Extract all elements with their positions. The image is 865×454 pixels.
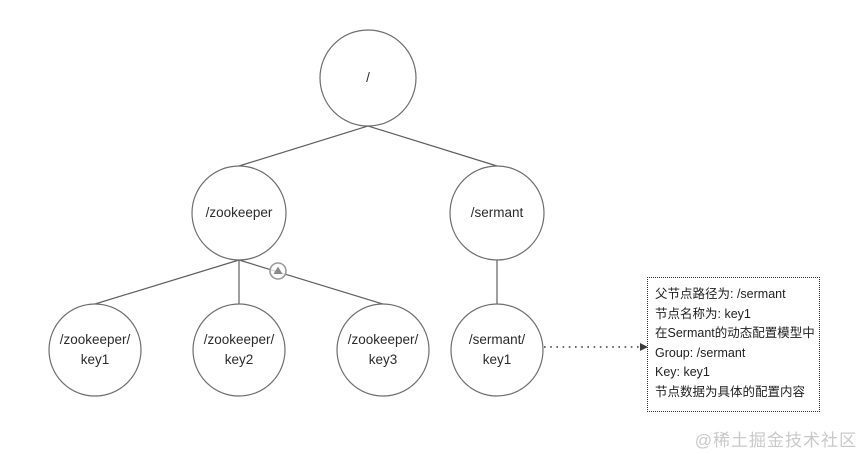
annotation-line-key: Key: key1 [655, 365, 710, 379]
annotation-line-node-name: 节点名称为: key1 [655, 306, 751, 321]
node-circle-zookeeper-key3 [336, 303, 430, 397]
node-circle-zookeeper-key1 [48, 303, 142, 397]
tree-edge [94, 259, 240, 305]
annotation-line-node-data: 节点数据为具体的配置内容 [655, 384, 806, 399]
triangle-up-icon [273, 266, 283, 274]
node-circle-root [319, 29, 417, 127]
node-circle-zookeeper-key2 [192, 303, 286, 397]
node-circle-zookeeper [191, 165, 287, 261]
annotation-box: 父节点路径为: /sermant 节点名称为: key1 在Sermant的动态… [647, 277, 820, 412]
tree-edge [238, 125, 369, 167]
annotation-line-model-intro: 在Sermant的动态配置模型中 [655, 326, 815, 340]
tree-edge [238, 259, 384, 305]
watermark: @稀土掘金技术社区 [694, 431, 857, 450]
node-circle-sermant-key1 [450, 303, 544, 397]
annotation-line-parent-path: 父节点路径为: /sermant [655, 287, 786, 301]
annotation-line-group: Group: /sermant [655, 345, 746, 360]
arrowhead-icon [640, 343, 648, 351]
node-circle-sermant [449, 165, 545, 261]
tree-edge [367, 125, 498, 167]
